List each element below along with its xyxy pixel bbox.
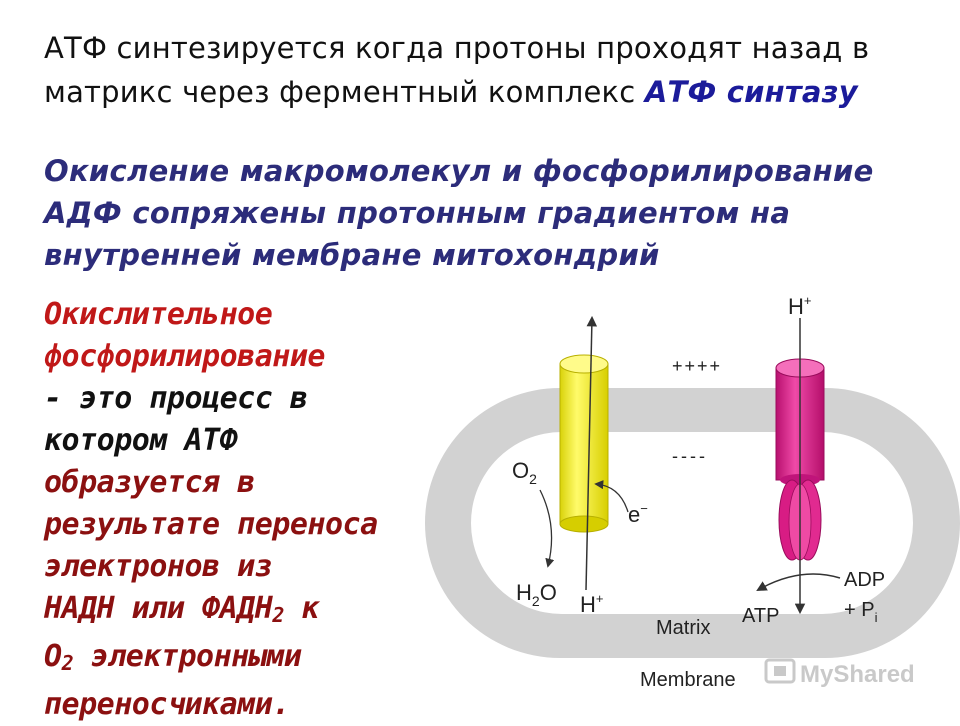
phosphate-label: + Pi xyxy=(844,599,878,625)
definition-block: Окислительное фосфорилирование - это про… xyxy=(44,294,464,726)
definition-line-7: электронов из xyxy=(44,549,273,584)
matrix-label: Matrix xyxy=(656,617,710,639)
electron-label: e− xyxy=(628,501,648,527)
carriers-text: электронными xyxy=(73,639,302,674)
h2o-label: H2O xyxy=(516,580,557,609)
fadh-subscript: 2 xyxy=(272,603,284,627)
term-line-1: Окислительное xyxy=(44,297,273,332)
definition-line-5: образуется в xyxy=(44,465,255,500)
definition-line-4: котором АТФ xyxy=(44,423,238,458)
membrane-label: Membrane xyxy=(640,669,736,691)
definition-line-10: переносчиками. xyxy=(44,687,290,722)
adp-label: ADP xyxy=(844,569,885,591)
oxygen-reduction-arrow xyxy=(539,489,555,568)
h-bottom-label: H+ xyxy=(580,591,603,617)
proton-pump-arrow xyxy=(585,315,598,591)
definition-line-3: - это процесс в xyxy=(44,381,308,416)
watermark-logo-icon xyxy=(764,658,796,684)
minus-charges-label: ---- xyxy=(672,446,708,466)
definition-line-6: результате переноса xyxy=(44,507,378,542)
oxygen-text: О xyxy=(44,639,62,674)
atp-synthase-highlight: АТФ синтазу xyxy=(644,75,858,109)
electron-arrow xyxy=(594,480,629,513)
oxygen-subscript: 2 xyxy=(61,651,74,675)
electron-transport-complex xyxy=(559,354,609,533)
statement-line-1: Окисление макромолекул и фосфорилировани… xyxy=(44,154,874,188)
watermark-text: MyShared xyxy=(800,661,915,688)
heading-line-1: АТФ синтезируется когда протоны проходят… xyxy=(44,31,870,65)
definition-line-9: О2 электронными xyxy=(44,636,464,684)
heading-line-2-text: матрикс через ферментный комплекс xyxy=(44,75,645,109)
coupling-statement: Окисление макромолекул и фосфорилировани… xyxy=(44,150,944,276)
atp-label: ATP xyxy=(742,605,779,627)
term-line-2: фосфорилирование xyxy=(44,339,325,374)
to-text: к xyxy=(283,591,319,626)
heading-line-2: матрикс через ферментный комплекс АТФ си… xyxy=(44,70,944,114)
watermark: MyShared xyxy=(764,658,915,688)
definition-line-8: НАДН или ФАДН2 к xyxy=(44,588,464,636)
heading: АТФ синтезируется когда протоны проходят… xyxy=(44,26,944,114)
adp-to-atp-arrow xyxy=(756,573,841,592)
statement-line-2: АДФ сопряжены протонным градиентом на xyxy=(44,196,791,230)
nadh-fadh-text: НАДН или ФАДН xyxy=(44,591,273,626)
plus-charges-label: ++++ xyxy=(672,356,722,376)
h-top-label: H+ xyxy=(788,293,811,319)
statement-line-3: внутренней мембране митохондрий xyxy=(44,238,660,272)
o2-label: O2 xyxy=(512,458,537,487)
